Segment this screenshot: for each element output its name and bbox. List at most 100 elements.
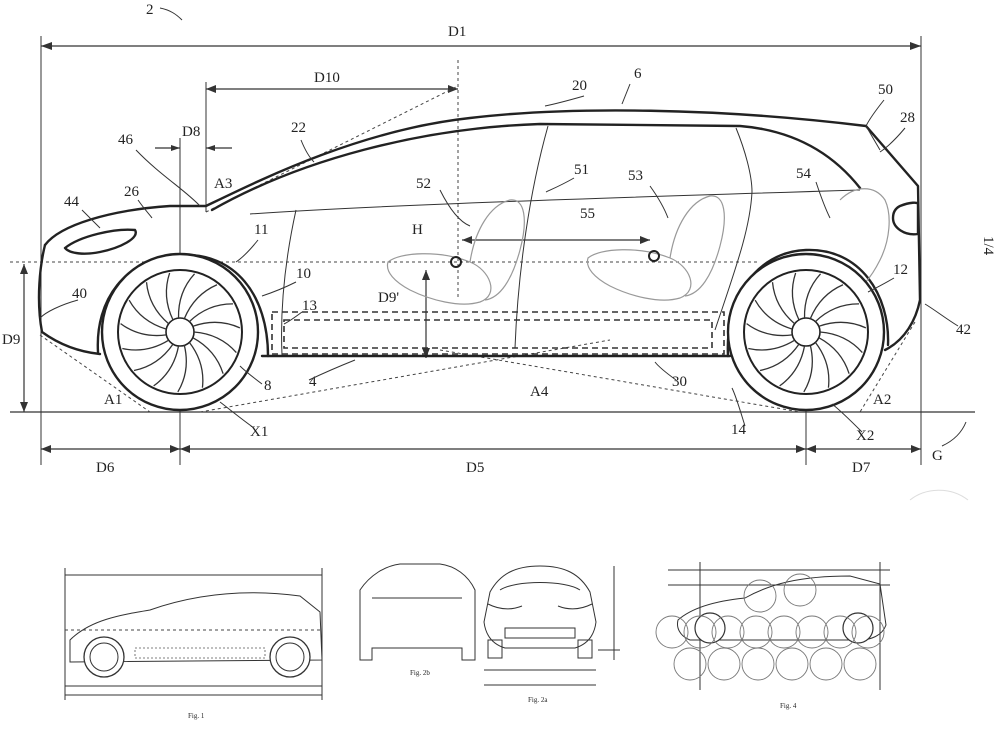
packing-circle xyxy=(683,615,717,649)
dim-d7-label: D7 xyxy=(852,460,871,476)
ref-54: 54 xyxy=(796,166,812,182)
fig2a-caption: Fig. 2a xyxy=(528,696,548,704)
wheel-spoke xyxy=(177,345,187,393)
ref-12: 12 xyxy=(893,262,908,278)
ref-26: 26 xyxy=(124,184,140,200)
wheel-spoke xyxy=(188,303,234,323)
packing-circle xyxy=(655,615,689,649)
wheel-spoke xyxy=(779,345,806,387)
ref-50: 50 xyxy=(878,82,893,98)
wheel-spoke xyxy=(803,345,813,393)
packing-circle xyxy=(743,579,777,613)
packing-circle xyxy=(851,615,885,649)
angle-a3-label: A3 xyxy=(214,176,232,192)
thumbnail-fig4: Fig. 4 xyxy=(655,562,890,710)
wheel-spoke xyxy=(133,343,174,372)
wheel-spoke xyxy=(746,323,793,337)
fig4-caption: Fig. 4 xyxy=(780,702,797,710)
wheel-spoke xyxy=(177,273,196,319)
wheel-spoke xyxy=(153,345,180,387)
rear-wheel xyxy=(726,252,886,412)
wheel-spoke xyxy=(754,299,793,330)
wheel-spoke xyxy=(771,282,796,325)
angle-a2-label: A2 xyxy=(873,392,891,408)
ref-g: G xyxy=(932,448,943,464)
packing-circle xyxy=(741,647,775,681)
ref-55: 55 xyxy=(580,206,595,222)
dim-d6-label: D6 xyxy=(96,460,115,476)
ref-13: 13 xyxy=(302,298,317,314)
wheel-spoke xyxy=(819,331,863,354)
dim-d5-label: D5 xyxy=(466,460,484,476)
ref-8: 8 xyxy=(264,378,272,394)
packing-circle xyxy=(707,647,741,681)
reference-labels: 2 D1 D10 D8 D9 D9' D6 D5 D7 A1 A2 A3 A4 … xyxy=(2,2,996,476)
dim-d9-label: D9 xyxy=(2,332,20,348)
packing-circle xyxy=(795,615,829,649)
ref-x1: X1 xyxy=(250,424,268,440)
packing-circle xyxy=(843,647,877,681)
ref-40: 40 xyxy=(72,286,87,302)
front-wheel xyxy=(100,252,260,412)
thumbnail-fig2b: Fig. 2b xyxy=(359,563,476,677)
dimension-lines xyxy=(10,36,975,465)
ref-20: 20 xyxy=(572,78,587,94)
ref-14: 14 xyxy=(731,422,747,438)
packing-circle xyxy=(673,647,707,681)
ref-46: 46 xyxy=(118,132,134,148)
packing-circle xyxy=(711,615,745,649)
wheel-spoke xyxy=(183,284,218,319)
wheel-spoke xyxy=(814,342,830,388)
thumbnail-fig1: Fig. 1 xyxy=(64,568,323,720)
wheel-spoke xyxy=(145,282,170,325)
ref-30: 30 xyxy=(672,374,687,390)
wheel-spoke xyxy=(120,323,167,337)
packing-circle xyxy=(739,615,773,649)
ref-28: 28 xyxy=(900,110,915,126)
ref-h: H xyxy=(412,222,423,238)
thumbnail-fig2a: Fig. 2a xyxy=(483,565,620,704)
dim-d10-label: D10 xyxy=(314,70,340,86)
wheel-spoke xyxy=(759,343,800,372)
wheel-spoke xyxy=(193,331,237,354)
ref-10: 10 xyxy=(296,266,311,282)
dim-d1-label: D1 xyxy=(448,24,466,40)
wheel-spoke xyxy=(803,273,822,319)
ref-22: 22 xyxy=(291,120,306,136)
wheel-spoke xyxy=(192,337,224,374)
dim-d8-label: D8 xyxy=(182,124,200,140)
wheel-spoke xyxy=(814,303,860,323)
wheel-spoke xyxy=(791,272,800,321)
wheel-spoke xyxy=(128,299,167,330)
angle-a1-label: A1 xyxy=(104,392,122,408)
wheel-spoke xyxy=(165,272,174,321)
packing-circle xyxy=(775,647,809,681)
ref-42: 42 xyxy=(956,322,971,338)
seats xyxy=(386,188,890,305)
side-note: 1/4 xyxy=(980,236,996,256)
ref-x2: X2 xyxy=(856,428,874,444)
wheel-spoke xyxy=(192,321,241,329)
packing-circle xyxy=(783,573,817,607)
packing-circle xyxy=(767,615,801,649)
packing-circle xyxy=(809,647,843,681)
ref-51: 51 xyxy=(574,162,589,178)
fig1-caption: Fig. 1 xyxy=(188,712,205,720)
wheel-spoke xyxy=(748,339,796,351)
angle-a4-label: A4 xyxy=(530,384,549,400)
ref-11: 11 xyxy=(254,222,268,238)
wheel-spoke xyxy=(818,337,850,374)
ref-53: 53 xyxy=(628,168,643,184)
wheel-spoke xyxy=(122,339,170,351)
fig2b-caption: Fig. 2b xyxy=(410,669,430,677)
dim-d9p-label: D9' xyxy=(378,290,399,306)
wheel-spoke xyxy=(818,321,867,329)
wheel-spoke xyxy=(809,284,844,319)
ref-44: 44 xyxy=(64,194,80,210)
packing-circle xyxy=(823,615,857,649)
ref-6: 6 xyxy=(634,66,642,82)
ref-4: 4 xyxy=(309,374,317,390)
figure-ref-label: 2 xyxy=(146,2,154,18)
ref-52: 52 xyxy=(416,176,431,192)
